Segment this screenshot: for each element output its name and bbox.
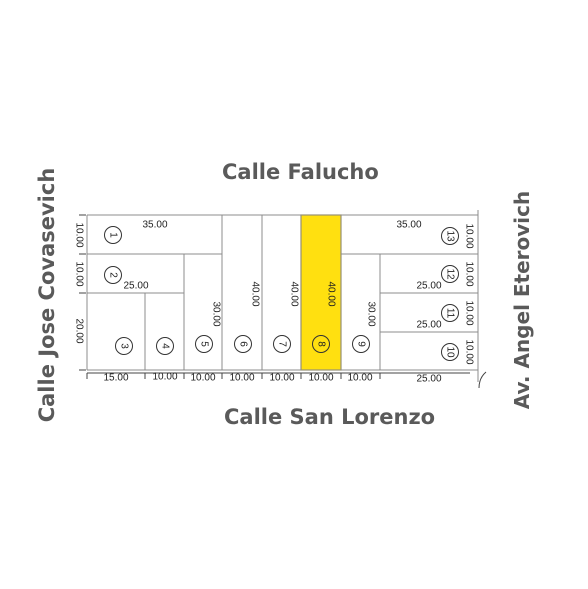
dim-label: 25.00 [123, 281, 148, 292]
dim-label: 10.00 [269, 373, 294, 384]
lot-label-13[interactable]: 13 [445, 230, 456, 242]
dim-label: 25.00 [416, 281, 441, 292]
dim-label: 20.00 [74, 318, 85, 343]
dim-label: 10.00 [464, 223, 475, 248]
lot-boundaries [79, 210, 487, 389]
dim-label: 40.00 [250, 281, 261, 306]
dim-label: 15.00 [103, 373, 128, 384]
dim-label: 30.00 [211, 301, 222, 326]
dim-label: 35.00 [142, 220, 167, 231]
dim-label: 10.00 [74, 261, 85, 286]
dim-label: 10.00 [152, 372, 177, 383]
dim-label: 10.00 [74, 222, 85, 247]
dim-label: 10.00 [190, 373, 215, 384]
lot-label-1[interactable]: 1 [108, 232, 119, 238]
street-label-top: Calle Falucho [222, 160, 379, 184]
dim-label: 30.00 [366, 301, 377, 326]
lot-number-markers [104, 226, 459, 361]
lot-label-8[interactable]: 8 [316, 341, 327, 347]
dim-label: 25.00 [416, 320, 441, 331]
street-label-bottom: Calle San Lorenzo [224, 405, 436, 429]
lot-label-10[interactable]: 10 [445, 346, 456, 358]
lot-label-3[interactable]: 3 [119, 343, 130, 349]
lot-label-6[interactable]: 6 [238, 341, 249, 347]
dim-label: 10.00 [347, 373, 372, 384]
dim-label: 10.00 [464, 339, 475, 364]
lot-label-5[interactable]: 5 [199, 341, 210, 347]
dim-label: 40.00 [326, 281, 337, 306]
dim-label: 10.00 [229, 373, 254, 384]
dim-label: 40.00 [289, 281, 300, 306]
dim-label: 10.00 [308, 373, 333, 384]
lot-label-9[interactable]: 9 [356, 341, 367, 347]
dim-label: 25.00 [416, 374, 441, 385]
lot-label-4[interactable]: 4 [160, 343, 171, 349]
dim-label: 10.00 [464, 261, 475, 286]
lot-label-12[interactable]: 12 [445, 268, 456, 280]
lot-label-7[interactable]: 7 [277, 341, 288, 347]
dim-label: 10.00 [464, 300, 475, 325]
dim-label: 35.00 [396, 220, 421, 231]
lot-label-11[interactable]: 11 [445, 308, 456, 319]
lot-label-2[interactable]: 2 [108, 272, 119, 278]
